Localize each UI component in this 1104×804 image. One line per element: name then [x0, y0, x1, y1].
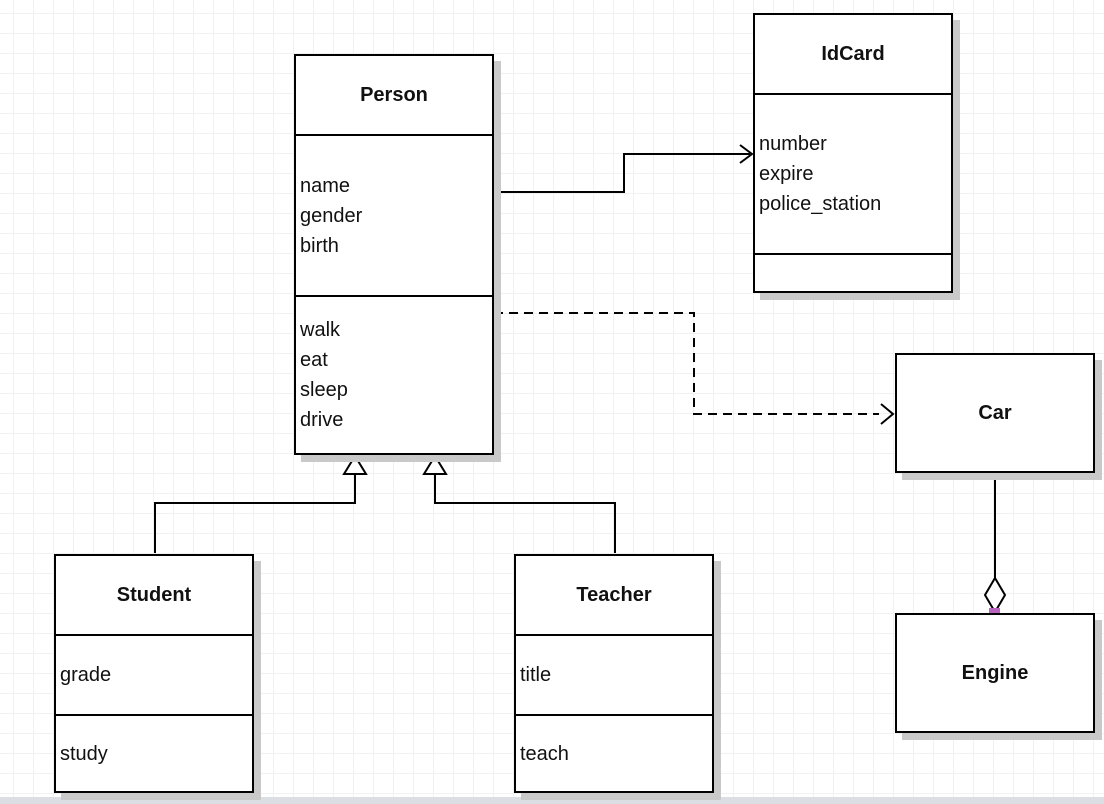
generalization-line-teacher-person[interactable]	[434, 474, 616, 553]
hollow-triangle-icon	[422, 454, 448, 475]
methods-compartment: study	[56, 714, 252, 791]
class-car[interactable]: Car	[895, 353, 1095, 473]
class-idcard[interactable]: IdCard number expire police_station	[753, 13, 953, 293]
method-item: drive	[300, 409, 344, 431]
attribute-item: number	[759, 133, 827, 155]
attribute-item: title	[520, 664, 552, 686]
method-item: study	[60, 742, 108, 765]
method-item: eat	[300, 349, 328, 371]
attributes-compartment: number expire police_station	[755, 93, 951, 253]
method-item: sleep	[300, 379, 348, 401]
generalization-line-student-person[interactable]	[154, 474, 356, 553]
class-person[interactable]: Person name gender birth walk eat sleep …	[294, 54, 494, 455]
class-student[interactable]: Student grade study	[54, 554, 254, 793]
dependency-line-person-car[interactable]	[494, 312, 879, 415]
endpoint-handle[interactable]	[989, 468, 1000, 479]
hollow-diamond-icon	[983, 576, 1007, 614]
class-title: Car	[978, 401, 1012, 424]
methods-compartment	[755, 253, 951, 291]
hollow-triangle-icon	[342, 454, 368, 475]
attributes-compartment: name gender birth	[296, 134, 492, 295]
attribute-item: gender	[300, 204, 363, 227]
class-title: IdCard	[821, 42, 885, 65]
open-arrowhead-icon	[739, 144, 754, 164]
attributes-compartment: grade	[56, 634, 252, 714]
method-item: teach	[520, 742, 569, 765]
open-arrowhead-icon	[880, 403, 895, 425]
attribute-item: birth	[300, 234, 339, 257]
attribute-item: grade	[60, 664, 112, 686]
methods-compartment: walk eat sleep drive	[296, 295, 492, 453]
method-item: walk	[300, 319, 341, 341]
class-title: Person	[360, 83, 428, 106]
class-title: Teacher	[576, 583, 652, 606]
attribute-item: name	[300, 174, 351, 197]
canvas-bottom-edge	[0, 797, 1104, 804]
class-title: Student	[116, 583, 192, 606]
class-teacher[interactable]: Teacher title teach	[514, 554, 714, 793]
class-engine[interactable]: Engine	[895, 613, 1095, 733]
attributes-compartment: title	[516, 634, 712, 714]
methods-compartment: teach	[516, 714, 712, 791]
association-line-person-idcard[interactable]	[494, 153, 750, 193]
class-title: Engine	[961, 661, 1029, 684]
attribute-item: expire	[759, 163, 814, 185]
attribute-item: police_station	[759, 193, 882, 215]
